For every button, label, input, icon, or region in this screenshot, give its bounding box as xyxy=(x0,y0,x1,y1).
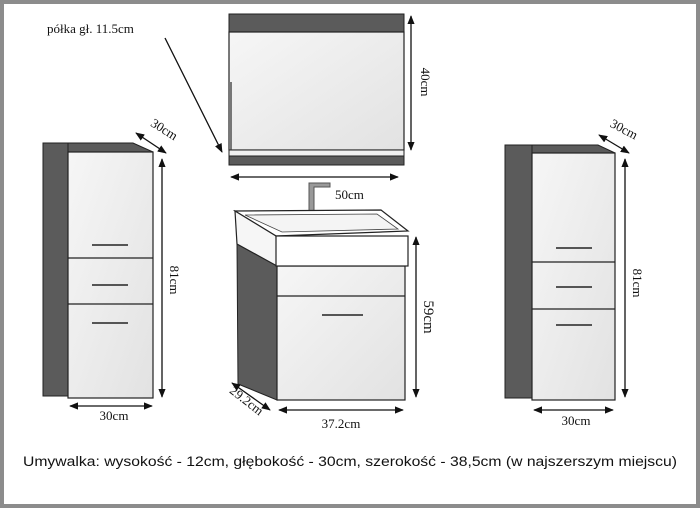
right-cabinet-width-label: 30cm xyxy=(562,413,591,428)
mirror xyxy=(228,13,405,166)
left-cabinet-depth-label: 30cm xyxy=(148,115,180,143)
right-tall-cabinet xyxy=(504,144,616,401)
right-cabinet-depth-label: 30cm xyxy=(608,116,641,143)
vanity-height-label: 59cm xyxy=(420,300,436,334)
shelf-pointer-arrow xyxy=(164,37,223,153)
washbasin-dimensions-caption: Umywalka: wysokość - 12cm, głębokość - 3… xyxy=(23,454,677,469)
faucet xyxy=(308,182,331,212)
right-cabinet-height-label: 81cm xyxy=(630,269,645,298)
vanity-depth-arrow xyxy=(231,382,271,411)
shelf-depth-label: półka gł. 11.5cm xyxy=(47,21,134,36)
mirror-height-label: 40cm xyxy=(418,68,433,97)
left-cabinet-depth-arrow xyxy=(135,132,167,154)
vanity-width-label: 37.2cm xyxy=(322,416,361,431)
left-cabinet-width-label: 30cm xyxy=(100,408,129,423)
mirror-width-label: 50cm xyxy=(335,187,364,202)
right-cabinet-depth-arrow xyxy=(598,134,630,154)
washbasin xyxy=(232,209,410,268)
left-cabinet-height-label: 81cm xyxy=(167,266,182,295)
left-tall-cabinet xyxy=(42,142,154,399)
